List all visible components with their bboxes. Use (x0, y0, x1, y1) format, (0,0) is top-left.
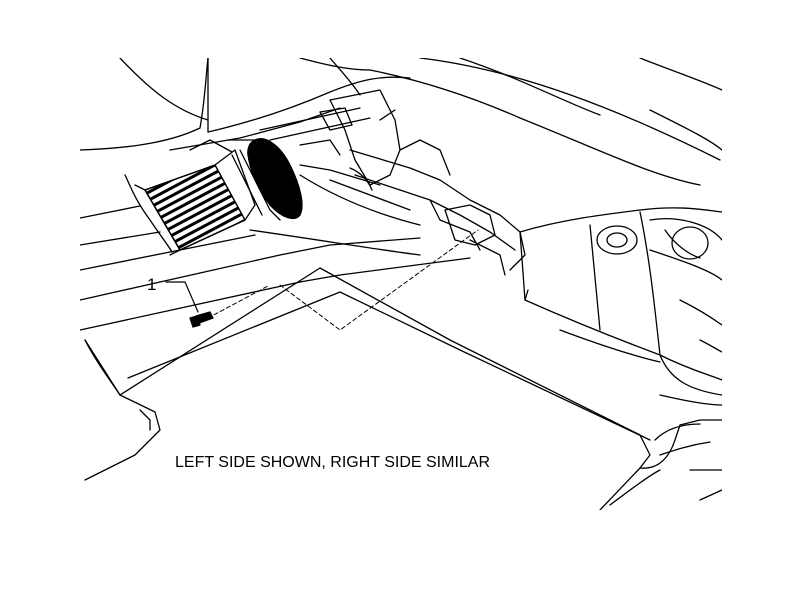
under-dash-mechanism (299, 89, 526, 276)
center-console (519, 207, 722, 406)
brake-pedal (124, 139, 256, 256)
dashboard-underside (80, 58, 722, 186)
callout-leader (165, 281, 199, 313)
accelerator-pedal (227, 138, 303, 221)
floor-mat (84, 267, 722, 510)
figure-caption: LEFT SIDE SHOWN, RIGHT SIDE SIMILAR (175, 454, 490, 471)
leader-dashed (207, 229, 479, 331)
callout-number-1: 1 (147, 275, 156, 294)
fastener-icon (189, 311, 214, 328)
floor-outline (80, 164, 661, 363)
